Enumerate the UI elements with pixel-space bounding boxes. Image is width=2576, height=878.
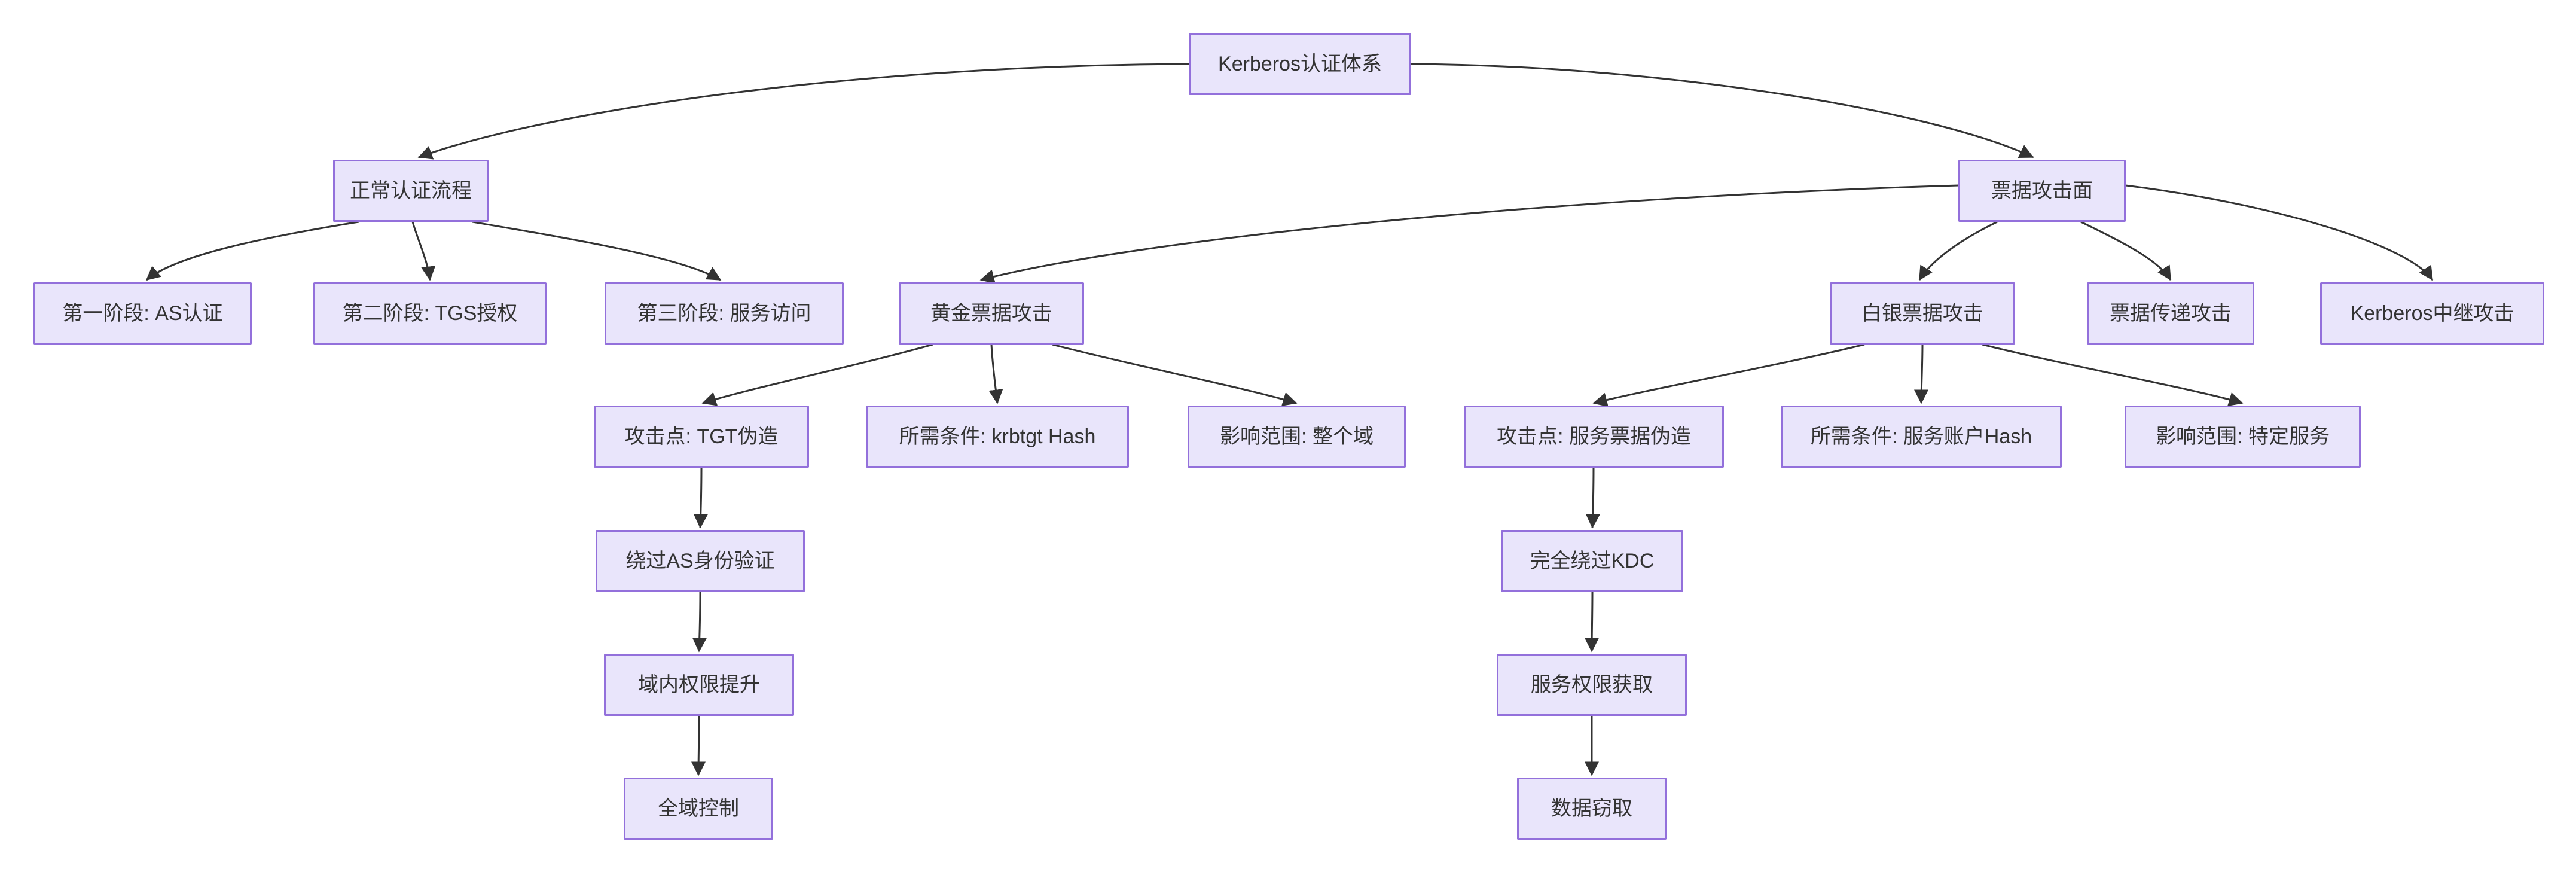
node-label-g_final: 全域控制	[658, 797, 739, 820]
node-label-g_scope: 影响范围: 整个域	[1220, 425, 1374, 448]
node-g_scope[interactable]: 影响范围: 整个域	[1188, 406, 1406, 468]
node-s_bypass[interactable]: 完全绕过KDC	[1501, 530, 1683, 592]
edge-surface-to-golden	[979, 184, 1959, 283]
edge-root-to-surface	[1411, 63, 2034, 158]
node-ptt[interactable]: 票据传递攻击	[2087, 282, 2254, 345]
node-g_final[interactable]: 全域控制	[624, 778, 773, 840]
edge-golden-to-g_scope	[1052, 343, 1298, 406]
node-label-stage2: 第二阶段: TGS授权	[342, 301, 518, 325]
edge-silver-to-s_scope	[1982, 343, 2244, 407]
edge-silver-to-s_cond	[1914, 344, 1929, 404]
edge-golden-to-g_point	[701, 343, 933, 406]
node-label-golden: 黄金票据攻击	[930, 301, 1052, 325]
edge-silver-to-s_point	[1592, 343, 1865, 407]
edge-g_priv-to-g_final	[691, 715, 706, 776]
node-label-g_cond: 所需条件: krbtgt Hash	[899, 425, 1096, 448]
node-s_scope[interactable]: 影响范围: 特定服务	[2125, 406, 2361, 468]
node-label-silver: 白银票据攻击	[1861, 301, 1983, 325]
node-g_bypass[interactable]: 绕过AS身份验证	[596, 530, 805, 592]
node-label-s_point: 攻击点: 服务票据伪造	[1497, 425, 1691, 448]
node-label-normal: 正常认证流程	[350, 179, 472, 202]
node-label-ptt: 票据传递攻击	[2110, 301, 2232, 325]
node-relay[interactable]: Kerberos中继攻击	[2320, 282, 2544, 345]
node-root[interactable]: Kerberos认证体系	[1189, 33, 1411, 95]
node-s_final[interactable]: 数据窃取	[1517, 778, 1667, 840]
node-label-s_bypass: 完全绕过KDC	[1530, 549, 1655, 572]
node-silver[interactable]: 白银票据攻击	[1830, 282, 2015, 345]
node-label-s_final: 数据窃取	[1551, 797, 1632, 820]
node-s_priv[interactable]: 服务权限获取	[1497, 654, 1687, 716]
node-normal[interactable]: 正常认证流程	[333, 160, 489, 222]
node-g_cond[interactable]: 所需条件: krbtgt Hash	[866, 406, 1129, 468]
node-label-g_priv: 域内权限提升	[638, 673, 760, 696]
node-g_point[interactable]: 攻击点: TGT伪造	[594, 406, 809, 468]
edge-surface-to-silver	[1918, 221, 1998, 281]
edge-normal-to-stage3	[472, 221, 722, 281]
node-label-g_bypass: 绕过AS身份验证	[625, 549, 775, 572]
node-label-s_priv: 服务权限获取	[1531, 673, 1653, 696]
edge-golden-to-g_cond	[988, 344, 1003, 404]
edge-g_point-to-g_bypass	[693, 467, 708, 529]
edge-s_point-to-s_bypass	[1585, 467, 1600, 529]
node-stage1[interactable]: 第一阶段: AS认证	[33, 282, 252, 345]
node-label-s_cond: 所需条件: 服务账户Hash	[1810, 425, 2032, 448]
node-stage3[interactable]: 第三阶段: 服务访问	[605, 282, 844, 345]
node-g_priv[interactable]: 域内权限提升	[604, 654, 794, 716]
edge-g_bypass-to-g_priv	[692, 592, 707, 653]
edge-normal-to-stage2	[411, 221, 436, 281]
edge-surface-to-ptt	[2080, 221, 2172, 281]
node-stage2[interactable]: 第二阶段: TGS授权	[313, 282, 547, 345]
node-label-s_scope: 影响范围: 特定服务	[2156, 425, 2330, 448]
node-label-stage3: 第三阶段: 服务访问	[637, 301, 811, 325]
node-label-root: Kerberos认证体系	[1218, 52, 1382, 75]
node-label-g_point: 攻击点: TGT伪造	[624, 425, 779, 448]
edge-root-to-normal	[417, 63, 1189, 160]
node-label-relay: Kerberos中继攻击	[2350, 301, 2514, 325]
node-label-stage1: 第一阶段: AS认证	[62, 301, 223, 325]
node-surface[interactable]: 票据攻击面	[1958, 160, 2126, 222]
edge-surface-to-relay	[2125, 184, 2434, 281]
node-label-surface: 票据攻击面	[1991, 179, 2093, 202]
node-golden[interactable]: 黄金票据攻击	[899, 282, 1084, 345]
node-s_point[interactable]: 攻击点: 服务票据伪造	[1464, 406, 1724, 468]
node-s_cond[interactable]: 所需条件: 服务账户Hash	[1781, 406, 2062, 468]
edge-normal-to-stage1	[145, 221, 359, 281]
